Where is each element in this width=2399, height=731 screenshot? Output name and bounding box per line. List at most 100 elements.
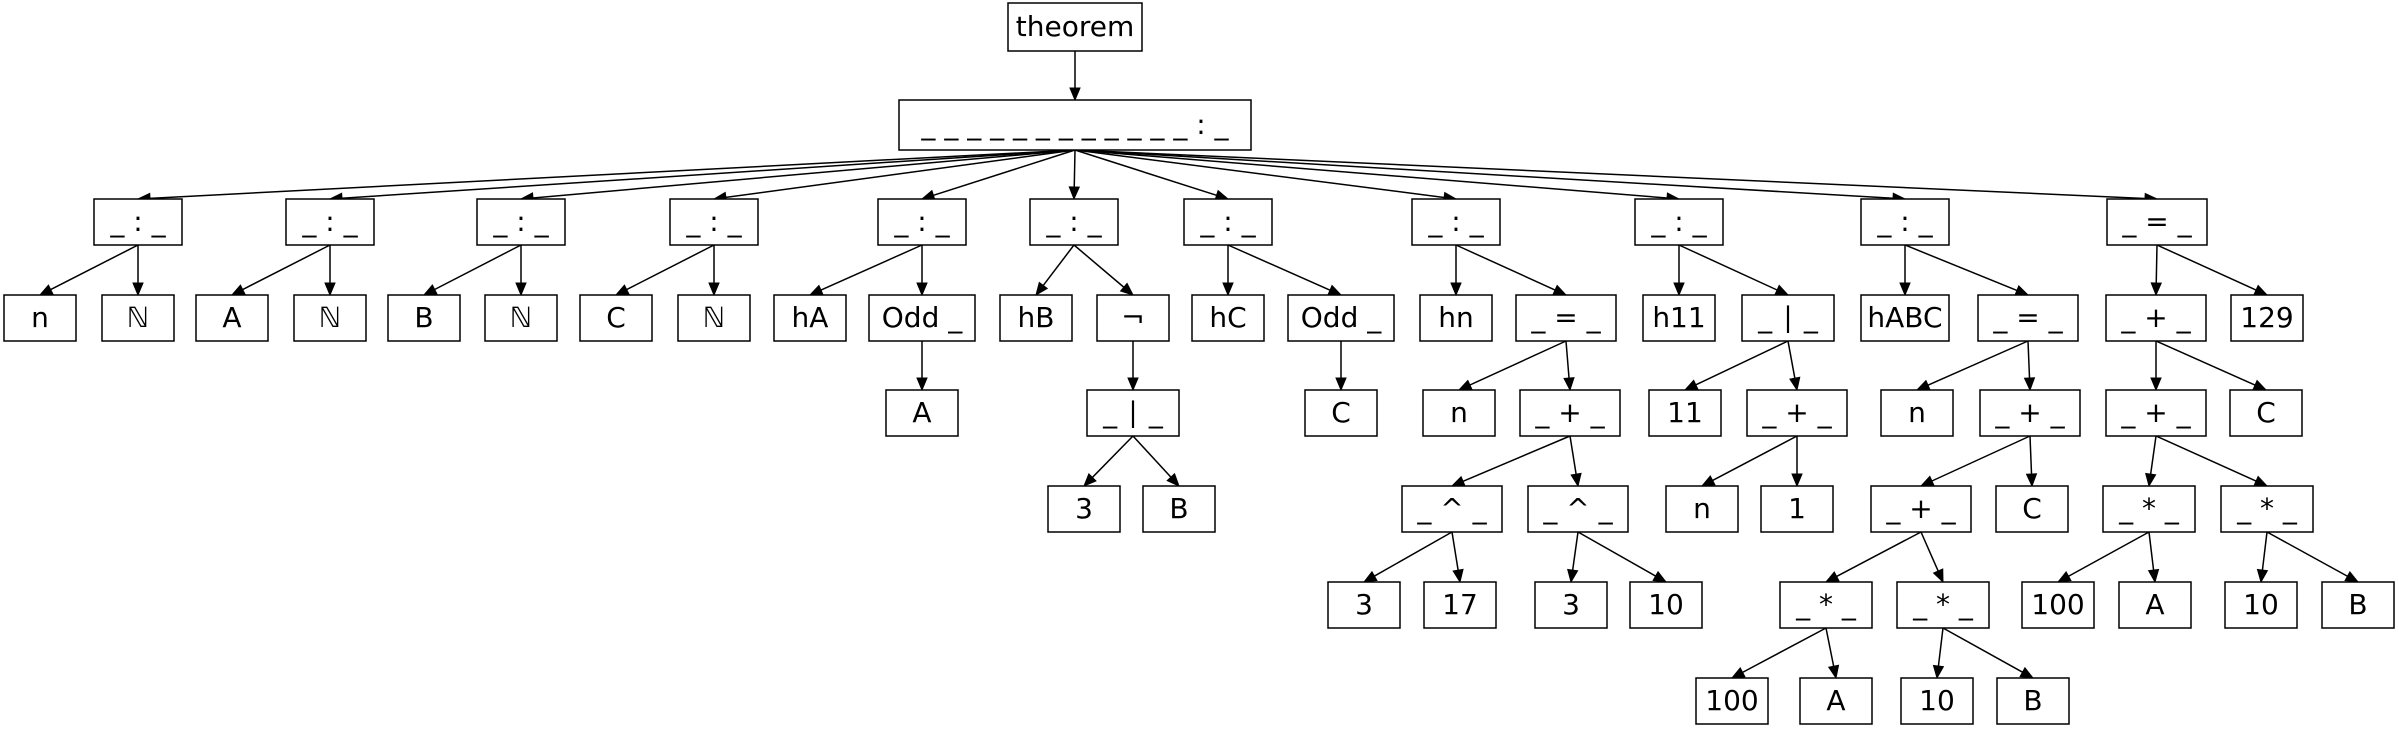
- arrowhead-n-4: [1915, 379, 1931, 391]
- arrowhead-eq-2: [2014, 284, 2030, 296]
- arrowhead-plus-5: [2150, 282, 2162, 297]
- node-box: [2321, 581, 2395, 629]
- node-box: [1422, 389, 1496, 437]
- node-c-7: _ : _: [1183, 198, 1273, 246]
- node-label: A: [1826, 684, 1845, 717]
- edge-plus-2-to-n-3: [1712, 435, 1798, 482]
- node-label: n: [1450, 396, 1468, 429]
- node-box: [1419, 294, 1493, 342]
- node-h-abc: hABC: [1860, 294, 1950, 342]
- edge-plus-1-to-pow-2: [1569, 435, 1577, 475]
- node-b4: B: [2321, 581, 2395, 629]
- node-box: [484, 294, 558, 342]
- node-dvd-2: _ ∣ _: [1741, 294, 1835, 342]
- node-box: [1870, 485, 1972, 533]
- edge-c-10-to-eq-2: [1904, 244, 2018, 292]
- edge-pow-2-to-three-3: [1571, 531, 1579, 571]
- node-c-2: _ : _: [285, 198, 375, 246]
- edge-mul-2-to-b3: [1942, 627, 2023, 673]
- edge-c-5-to-h-a: [820, 244, 923, 291]
- node-c-5: _ : _: [877, 198, 967, 246]
- node-eq-1: _ = _: [1515, 294, 1617, 342]
- arrowhead-h-a: [808, 284, 824, 296]
- edge-dvd-2-to-plus-2: [1787, 340, 1796, 379]
- arrowhead-c4: [2252, 379, 2268, 391]
- node-plus-4: _ + _: [1870, 485, 1972, 533]
- node-mul-4: _ * _: [2220, 485, 2314, 533]
- node-label: _ ∣ _: [1757, 301, 1819, 334]
- node-box: [1327, 581, 1401, 629]
- node-box: [1996, 677, 2070, 725]
- node-n-3: n: [1665, 485, 1739, 533]
- node-label: _ ^ _: [1542, 492, 1613, 525]
- edge-eq-3-to-plus-5: [2155, 244, 2158, 284]
- node-mul-2: _ * _: [1896, 581, 1990, 629]
- node-label: B: [414, 301, 433, 334]
- node-label: 100: [1705, 684, 1758, 717]
- node-b2: B: [1142, 485, 1216, 533]
- node-box: [2220, 485, 2314, 533]
- node-label: _ : _: [1427, 205, 1484, 238]
- arrowhead-hundred-2: [2056, 570, 2072, 583]
- arrowhead-three-3: [1567, 568, 1579, 584]
- node-label: _ + _: [1994, 396, 2065, 429]
- arrowhead-ten-3: [2256, 568, 2269, 584]
- edge-pow-2-to-ten-1: [1577, 531, 1656, 577]
- arrowhead-plus-6: [2150, 377, 2162, 392]
- node-c4: C: [2229, 389, 2303, 437]
- node-box: [1799, 677, 1873, 725]
- node-label: _ = _: [2121, 205, 2192, 238]
- node-a2: A: [885, 389, 959, 437]
- node-ten-3: 10: [2224, 581, 2298, 629]
- node-box: [195, 294, 269, 342]
- edge-pow-1-to-seventeen: [1451, 531, 1459, 571]
- arrowhead-b1: [422, 284, 438, 296]
- node-ten-2: 10: [1900, 677, 1974, 725]
- arrowhead-a4: [2147, 568, 2160, 584]
- arrowhead-binder: [1069, 87, 1081, 102]
- node-n4: ℕ: [677, 294, 751, 342]
- node-box: [579, 294, 653, 342]
- node-label: 10: [1919, 684, 1955, 717]
- edge-eq-2-to-plus-3: [2027, 340, 2031, 379]
- node-box: [1142, 485, 1216, 533]
- arrowhead-pow-1: [1450, 475, 1466, 487]
- node-a3: A: [1799, 677, 1873, 725]
- node-box: [898, 99, 1252, 151]
- node-box: [868, 294, 976, 342]
- node-label: _ : _: [1650, 205, 1707, 238]
- node-box: [101, 294, 175, 342]
- arrowhead-plus-1: [1563, 377, 1575, 392]
- node-label: _ : _: [301, 205, 358, 238]
- edge-binder-to-c-1: [149, 149, 1076, 200]
- node-n-4: n: [1880, 389, 1954, 437]
- node-c3: C: [1995, 485, 2069, 533]
- node-label: A: [912, 396, 931, 429]
- node-box: [285, 198, 375, 246]
- node-box: [2224, 581, 2298, 629]
- arrowhead-b3: [2019, 666, 2035, 679]
- node-box: [1760, 485, 1834, 533]
- node-box: [677, 294, 751, 342]
- node-h-11: h11: [1642, 294, 1716, 342]
- node-n-129: 129: [2230, 294, 2304, 342]
- node-odd-a: Odd _: [868, 294, 976, 342]
- edge-mul-1-to-hundred-1: [1742, 627, 1827, 674]
- arrowhead-pow-2: [1570, 472, 1582, 488]
- arrowhead-three-1: [1083, 473, 1097, 487]
- arrowhead-eleven: [1683, 379, 1699, 391]
- node-box: [1779, 581, 1873, 629]
- node-label: ℕ: [510, 301, 532, 334]
- edge-binder-to-c-2: [341, 149, 1076, 199]
- node-box: [877, 198, 967, 246]
- node-plus-2: _ + _: [1746, 389, 1848, 437]
- node-box: [2118, 581, 2192, 629]
- node-box: [1029, 198, 1119, 246]
- tree-edges: [38, 51, 2360, 680]
- edge-binder-to-c-7: [1074, 149, 1217, 197]
- node-c-6: _ : _: [1029, 198, 1119, 246]
- arrowhead-eq-1: [1552, 284, 1568, 296]
- edge-c-6-to-neg: [1073, 244, 1125, 288]
- node-box: [885, 389, 959, 437]
- arrowhead-n4: [708, 282, 720, 297]
